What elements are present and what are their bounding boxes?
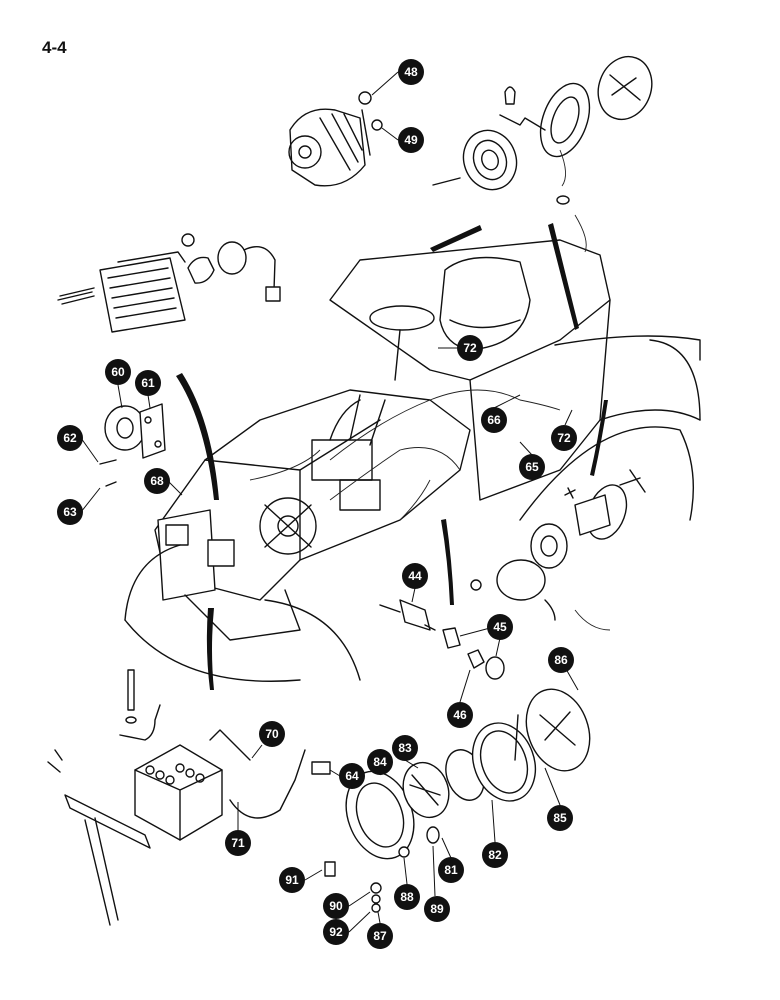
callout-64: 64	[329, 763, 365, 789]
battery	[47, 669, 331, 926]
callout-88: 88	[394, 857, 420, 910]
svg-text:84: 84	[373, 755, 387, 769]
callout-86: 86	[548, 647, 579, 691]
callout-89: 89	[424, 845, 450, 922]
horn-assembly	[99, 403, 166, 487]
callout-72-top: 72	[438, 335, 483, 361]
callout-60: 60	[105, 359, 131, 409]
svg-text:86: 86	[554, 653, 568, 667]
svg-text:92: 92	[329, 925, 343, 939]
callout-83: 83	[392, 735, 419, 769]
svg-text:89: 89	[430, 902, 444, 916]
svg-text:48: 48	[404, 65, 418, 79]
callout-66: 66	[481, 394, 521, 433]
callout-82: 82	[482, 799, 508, 868]
svg-text:87: 87	[373, 929, 387, 943]
svg-text:45: 45	[493, 620, 507, 634]
svg-text:85: 85	[553, 811, 567, 825]
svg-text:61: 61	[141, 376, 155, 390]
svg-text:64: 64	[345, 769, 359, 783]
callout-49: 49	[381, 127, 424, 153]
callout-84: 84	[367, 749, 393, 776]
leader-strokes	[176, 223, 608, 690]
svg-text:83: 83	[398, 741, 412, 755]
callouts: 48 49 72 60 61 62 66 72 68 63 65 44 45 8…	[57, 59, 579, 949]
svg-text:72: 72	[557, 431, 571, 445]
callout-71: 71	[225, 802, 251, 856]
svg-text:46: 46	[453, 708, 467, 722]
callout-45: 45	[459, 614, 513, 657]
svg-text:65: 65	[525, 460, 539, 474]
tail-lamp-assembly	[470, 469, 646, 631]
svg-text:44: 44	[408, 569, 422, 583]
callout-91: 91	[279, 867, 323, 893]
callout-87: 87	[367, 911, 393, 949]
svg-text:60: 60	[111, 365, 125, 379]
svg-text:70: 70	[265, 727, 279, 741]
headlamp-assembly	[57, 233, 281, 333]
svg-text:91: 91	[285, 873, 299, 887]
svg-text:81: 81	[444, 863, 458, 877]
tractor-outline	[124, 239, 701, 682]
callout-46: 46	[447, 669, 473, 728]
svg-text:63: 63	[63, 505, 77, 519]
callout-44: 44	[402, 563, 428, 603]
callout-92: 92	[323, 911, 371, 945]
rear-lamp-assembly	[432, 55, 653, 253]
svg-text:66: 66	[487, 413, 501, 427]
svg-text:71: 71	[231, 836, 245, 850]
svg-text:62: 62	[63, 431, 77, 445]
work-lamp-assembly	[324, 688, 591, 913]
callout-85: 85	[544, 767, 573, 831]
callout-90: 90	[323, 891, 371, 919]
svg-text:88: 88	[400, 890, 414, 904]
callout-62: 62	[57, 425, 99, 463]
callout-65: 65	[519, 441, 545, 480]
alternator	[288, 91, 383, 187]
page-number: 4-4	[42, 38, 67, 57]
svg-text:68: 68	[150, 474, 164, 488]
svg-text:49: 49	[404, 133, 418, 147]
svg-text:90: 90	[329, 899, 343, 913]
callout-72-right: 72	[551, 409, 577, 451]
switch-assembly	[379, 599, 505, 680]
callout-61: 61	[135, 370, 161, 409]
callout-48: 48	[371, 59, 424, 96]
svg-text:82: 82	[488, 848, 502, 862]
callout-68: 68	[144, 468, 183, 496]
callout-63: 63	[57, 487, 101, 525]
callout-81: 81	[438, 837, 464, 883]
callout-70: 70	[251, 721, 285, 759]
svg-text:72: 72	[463, 341, 477, 355]
